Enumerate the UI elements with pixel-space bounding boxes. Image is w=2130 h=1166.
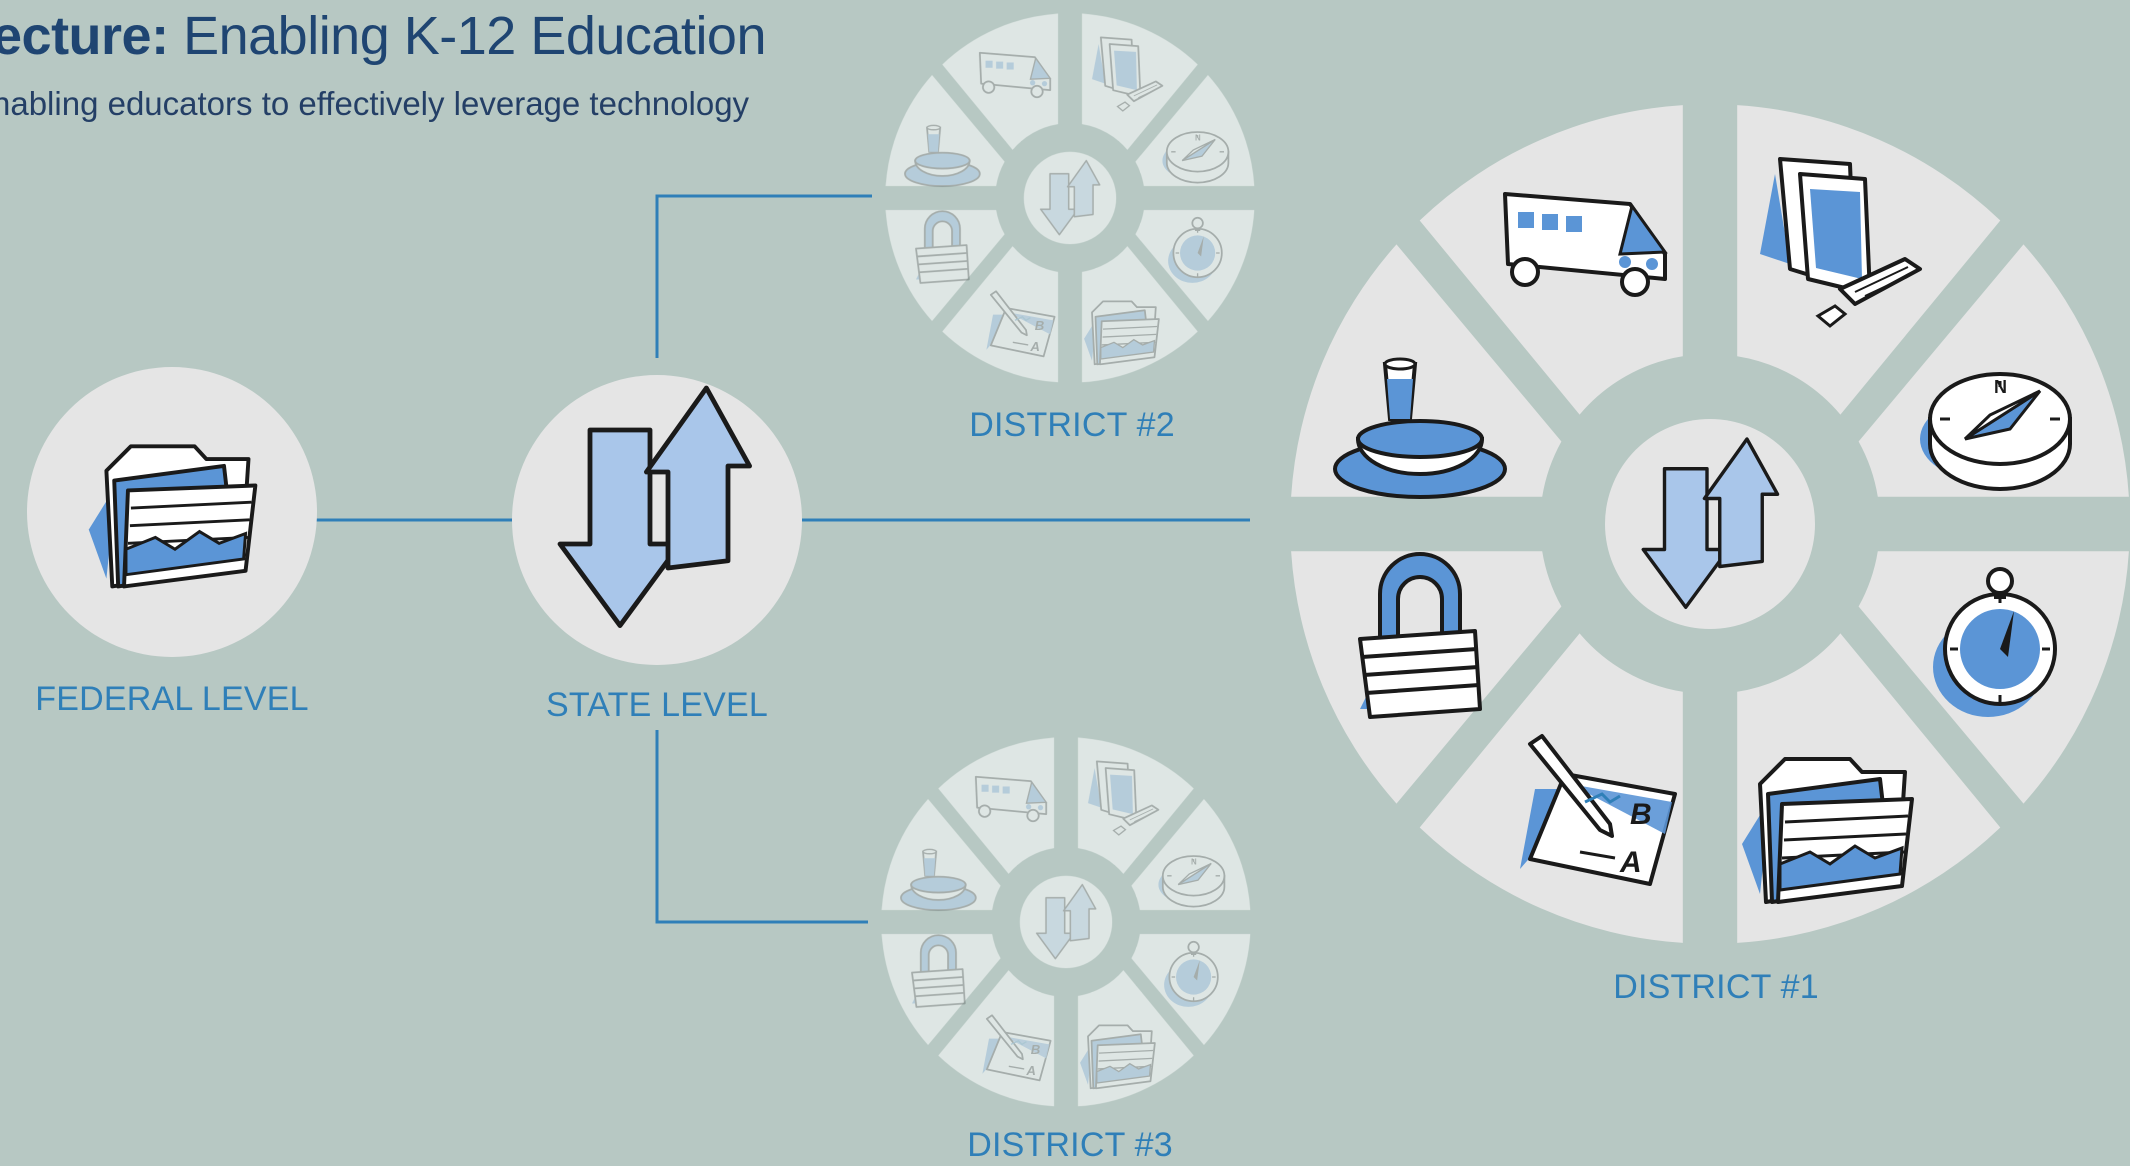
district-2-wheel[interactable] [885, 13, 1255, 383]
state-district3-connector [655, 730, 868, 924]
district-1-label: DISTRICT #1 [1613, 968, 1819, 1006]
district-3-wheel[interactable] [881, 737, 1251, 1107]
district-3-label: DISTRICT #3 [967, 1126, 1173, 1164]
compass-icon [1918, 372, 2072, 491]
compass-icon [1161, 131, 1230, 184]
federal-node[interactable] [27, 367, 317, 657]
page-title: ecture: Enabling K-12 Education [0, 4, 766, 68]
header: ecture: Enabling K-12 Education nabling … [0, 4, 766, 126]
folder-icon [1740, 757, 1914, 904]
title-bold: ecture: [0, 6, 169, 66]
page-subtitle: nabling educators to effectively leverag… [0, 85, 750, 122]
folder-icon [1079, 1024, 1156, 1090]
state-level-label: STATE LEVEL [545, 686, 769, 724]
state-district2-connector [655, 194, 872, 358]
district-2-label: DISTRICT #2 [969, 406, 1175, 444]
title-rest: Enabling K-12 Education [183, 6, 766, 66]
folder-icon [86, 444, 258, 589]
district-1-wheel[interactable] [1291, 105, 2129, 943]
federal-level-label: FEDERAL LEVEL [35, 680, 309, 718]
folder-icon [1083, 300, 1160, 366]
compass-icon [1157, 855, 1226, 908]
connector-lines [315, 194, 1250, 924]
state-node[interactable] [512, 375, 802, 665]
